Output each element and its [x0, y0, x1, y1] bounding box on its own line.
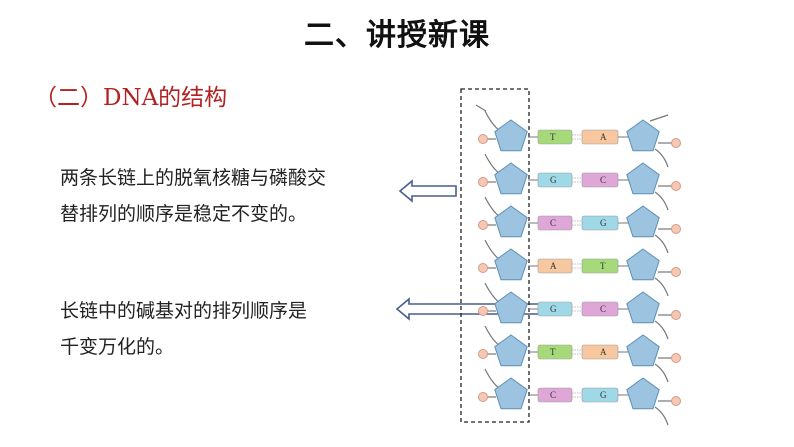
base-left — [537, 215, 573, 231]
right-backbone-link — [654, 148, 669, 168]
base-right-label: A — [600, 132, 607, 142]
base-left-label: C — [550, 390, 556, 400]
right-deoxyribose — [626, 248, 660, 281]
base-right-label: G — [600, 218, 607, 228]
left-phosphate — [478, 134, 488, 144]
base-left — [537, 301, 573, 317]
right-phosphate — [671, 310, 681, 320]
left-deoxyribose — [494, 205, 528, 238]
right-phosphate — [671, 353, 681, 363]
left-phosphate — [478, 306, 488, 316]
left-phosphate — [478, 177, 488, 187]
base-left — [537, 344, 573, 360]
left-backbone-link — [484, 196, 501, 218]
base-pair-statement-line2: 千变万化的。 — [60, 336, 175, 358]
base-left-label: G — [550, 175, 557, 185]
left-backbone-link — [484, 110, 501, 132]
right-phosphate — [671, 396, 681, 406]
base-left — [537, 258, 573, 274]
base-left — [537, 129, 573, 145]
base-pair-statement-line1: 长链中的碱基对的排列顺序是 — [60, 300, 308, 322]
right-backbone-link — [654, 191, 669, 211]
backbone-statement-line2: 替排列的顺序是稳定不变的。 — [60, 203, 308, 225]
arrow-left-icon — [398, 179, 457, 203]
base-right-label: T — [600, 261, 606, 271]
right-phosphate — [671, 138, 681, 148]
left-deoxyribose — [494, 291, 528, 324]
right-deoxyribose — [626, 377, 660, 410]
backbone-statement: 两条长链上的脱氧核糖与磷酸交 替排列的顺序是稳定不变的。 — [60, 160, 390, 232]
base-left-label: T — [550, 347, 556, 357]
right-deoxyribose — [626, 291, 660, 324]
left-strand-end — [475, 104, 487, 112]
page-title: 二、讲授新课 — [304, 18, 490, 53]
base-left — [537, 387, 573, 403]
base-right-label: C — [600, 304, 606, 314]
base-pair-statement: 长链中的碱基对的排列顺序是 千变万化的。 — [60, 293, 370, 365]
right-phosphate — [671, 181, 681, 191]
right-phosphate — [671, 267, 681, 277]
right-deoxyribose — [626, 119, 660, 152]
left-backbone-link — [484, 239, 501, 261]
base-right-label: C — [600, 175, 606, 185]
left-deoxyribose — [494, 162, 528, 195]
backbone-statement-line1: 两条长链上的脱氧核糖与磷酸交 — [60, 167, 327, 189]
right-deoxyribose — [626, 162, 660, 195]
base-right-label: A — [600, 347, 607, 357]
right-backbone-link — [654, 406, 669, 426]
base-left-label: G — [550, 304, 557, 314]
left-phosphate — [478, 220, 488, 230]
right-strand-end — [649, 114, 669, 122]
base-left-label: A — [550, 261, 557, 271]
base-right-label: G — [600, 390, 607, 400]
left-deoxyribose — [494, 119, 528, 152]
left-phosphate — [478, 349, 488, 359]
right-phosphate — [671, 224, 681, 234]
left-phosphate — [478, 392, 488, 402]
left-backbone-link — [484, 368, 501, 390]
section-heading: （二）DNA的结构 — [34, 85, 228, 111]
right-backbone-link — [654, 320, 669, 340]
left-deoxyribose — [494, 377, 528, 410]
base-left-label: T — [550, 132, 556, 142]
right-backbone-link — [654, 277, 669, 297]
right-backbone-link — [654, 363, 669, 383]
dna-structure-diagram: T A G C C G A T G C T A C G — [460, 88, 681, 426]
left-deoxyribose — [494, 248, 528, 281]
backbone-highlight-box — [460, 88, 530, 423]
left-deoxyribose — [494, 334, 528, 367]
base-left-label: C — [550, 218, 556, 228]
left-backbone-link — [484, 153, 501, 175]
right-backbone-link — [654, 234, 669, 254]
left-backbone-link — [484, 282, 501, 304]
right-deoxyribose — [626, 334, 660, 367]
right-deoxyribose — [626, 205, 660, 238]
left-backbone-link — [484, 325, 501, 347]
base-left — [537, 172, 573, 188]
left-phosphate — [478, 263, 488, 273]
